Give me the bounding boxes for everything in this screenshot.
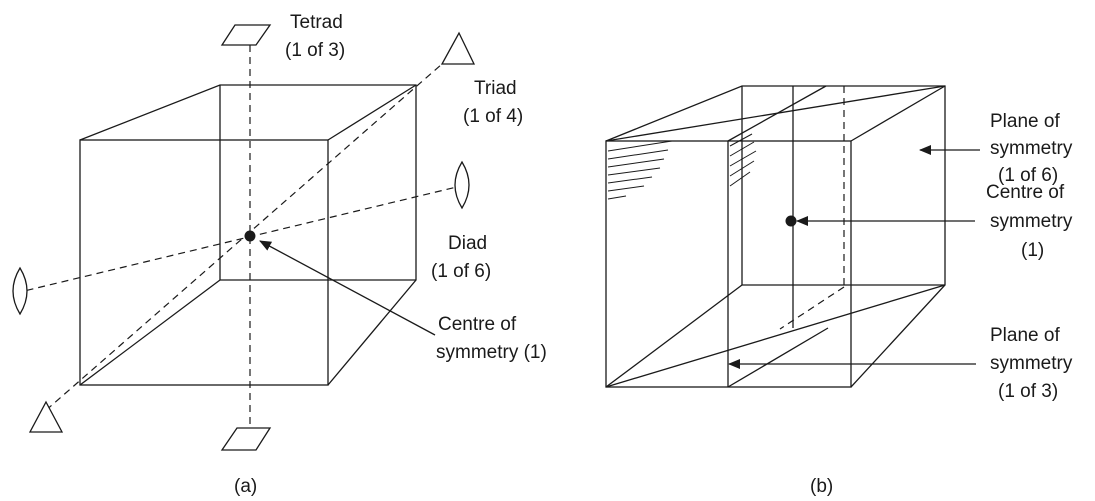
plane-bottom-line3: (1 of 3) (998, 381, 1058, 402)
mid-plane-of-symmetry (727, 85, 845, 388)
triad-axis (43, 49, 459, 413)
plane-top-line2: symmetry (990, 138, 1073, 159)
centre-label-line2-b: symmetry (990, 211, 1073, 232)
plane-bottom-line2: symmetry (990, 353, 1073, 374)
centre-label-line1-b: Centre of (986, 182, 1065, 203)
caption-b: (b) (810, 476, 833, 497)
plane-top-line3: (1 of 6) (998, 165, 1058, 186)
panel-b-cube-diagram: Plane of symmetry (1 of 6) Centre of sym… (605, 85, 1073, 497)
centre-pointer-arrow-a (259, 240, 436, 336)
diad-count: (1 of 6) (431, 261, 491, 282)
triad-symbol-bottom (28, 400, 64, 433)
tetrad-count: (1 of 3) (285, 40, 345, 61)
tetrad-label: Tetrad (290, 12, 343, 33)
tetrad-symbol-top (220, 24, 272, 46)
cube-a-edges (79, 84, 417, 386)
triad-symbol-top (440, 31, 476, 65)
triad-count: (1 of 4) (463, 106, 523, 127)
symmetry-axes (19, 45, 466, 430)
diad-axis (19, 184, 466, 293)
plane-top-line1: Plane of (990, 111, 1060, 132)
plane-shading-hatch (607, 133, 757, 200)
triad-label: Triad (474, 78, 517, 99)
caption-a: (a) (234, 476, 257, 497)
diagonal-plane-of-symmetry (605, 85, 946, 388)
diad-label: Diad (448, 233, 487, 254)
centre-label-line1-a: Centre of (438, 314, 517, 335)
centre-of-symmetry-dot-b (785, 215, 797, 227)
plane-bottom-line1: Plane of (990, 325, 1060, 346)
centre-label-line2-a: symmetry (1) (436, 342, 547, 363)
panel-a-cube-diagram: Tetrad (1 of 3) Triad (1 of 4) Diad (1 o… (12, 12, 547, 497)
centre-label-line3-b: (1) (1021, 240, 1044, 261)
diad-symbol-right (454, 160, 470, 210)
cube-b-edges (605, 85, 946, 388)
centre-of-symmetry-dot-a (244, 230, 256, 242)
tetrad-symbol-bottom (220, 427, 272, 451)
diad-symbol-left (12, 266, 28, 316)
